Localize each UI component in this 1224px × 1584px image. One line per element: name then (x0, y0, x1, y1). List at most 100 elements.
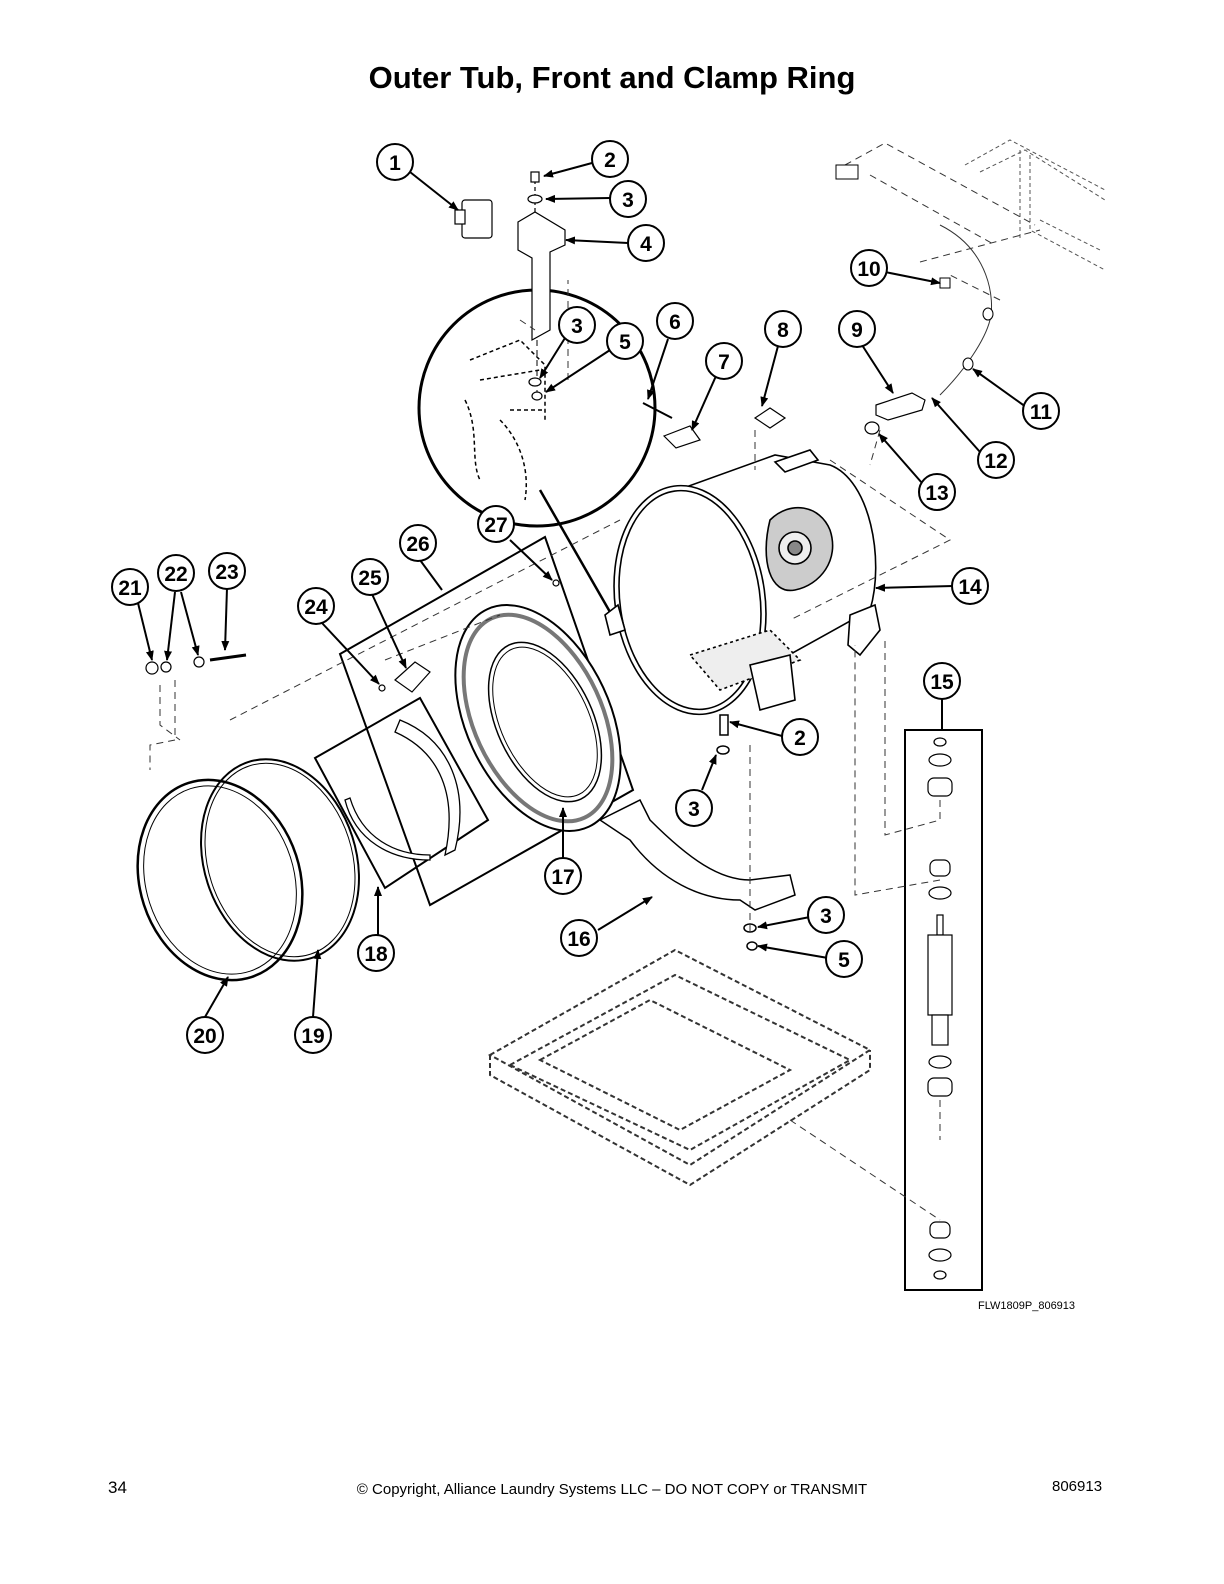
washer-3-inset (528, 377, 542, 387)
clamp-ring-19 (200, 758, 360, 962)
callout-9: 9 (838, 310, 876, 348)
callout-19: 19 (294, 1016, 332, 1054)
sensor-9 (875, 392, 926, 421)
svg-text:17: 17 (551, 866, 574, 889)
svg-text:27: 27 (484, 514, 507, 537)
callout-25: 25 (351, 558, 389, 596)
callout-3: 3 (558, 306, 596, 344)
callout-16: 16 (560, 919, 598, 957)
shock-absorber-part-15 (904, 729, 983, 1291)
svg-text:16: 16 (567, 928, 590, 951)
callout-13: 13 (918, 473, 956, 511)
callout-14: 14 (951, 567, 989, 605)
callout-17: 17 (544, 857, 582, 895)
callout-7: 7 (705, 342, 743, 380)
svg-text:5: 5 (619, 331, 631, 354)
svg-text:26: 26 (406, 533, 429, 556)
callout-8: 8 (764, 310, 802, 348)
callout-18: 18 (357, 934, 395, 972)
saddle-part-16 (598, 714, 796, 951)
svg-text:4: 4 (640, 233, 652, 256)
callout-26: 26 (399, 524, 437, 562)
clamp-ring-20 (136, 778, 304, 982)
cabinet-corner-outline (964, 139, 1106, 271)
callout-24: 24 (297, 587, 335, 625)
callout-3: 3 (675, 789, 713, 827)
svg-text:22: 22 (164, 563, 187, 586)
callout-3: 3 (807, 896, 845, 934)
screw-27 (552, 579, 560, 587)
svg-text:6: 6 (669, 311, 681, 334)
svg-text:2: 2 (604, 149, 616, 172)
svg-text:15: 15 (930, 671, 954, 694)
callout-1: 1 (376, 143, 414, 181)
svg-text:23: 23 (215, 561, 238, 584)
label-8 (753, 407, 787, 429)
svg-text:5: 5 (838, 949, 850, 972)
callout-23: 23 (208, 552, 246, 590)
switch-part-1 (454, 199, 493, 239)
nut-5-inset (531, 391, 543, 401)
svg-text:7: 7 (718, 351, 730, 374)
svg-text:3: 3 (688, 798, 700, 821)
svg-text:12: 12 (984, 450, 1007, 473)
copyright-notice: © Copyright, Alliance Laundry Systems LL… (356, 1481, 868, 1498)
callout-15: 15 (923, 662, 961, 700)
callout-20: 20 (186, 1016, 224, 1054)
svg-text:3: 3 (820, 905, 832, 928)
screw-6 (642, 402, 673, 419)
grommet-13 (864, 421, 880, 435)
svg-text:8: 8 (777, 319, 789, 342)
svg-text:3: 3 (571, 315, 583, 338)
outer-tub-part-14 (604, 449, 881, 716)
svg-text:14: 14 (958, 576, 982, 599)
callout-21: 21 (111, 568, 149, 606)
svg-text:18: 18 (364, 943, 388, 966)
page-title: Outer Tub, Front and Clamp Ring (368, 60, 856, 95)
assembly-guide-lines (149, 280, 951, 1221)
svg-text:3: 3 (622, 189, 634, 212)
hinge-25 (394, 661, 431, 693)
washer-3-top (527, 194, 543, 204)
bracket-part-4 (517, 182, 566, 342)
bolt-23 (209, 653, 247, 662)
callout-2: 2 (781, 718, 819, 756)
svg-text:25: 25 (358, 567, 382, 590)
callout-labels: 1 2 3 4 3 5 6 7 8 9 10 11 12 13 14 15 2 … (111, 140, 1060, 1054)
base-frame-outline (487, 948, 873, 1187)
washer-22b (193, 656, 205, 668)
washer-22a (160, 661, 172, 673)
callout-2: 2 (591, 140, 629, 178)
svg-text:19: 19 (301, 1025, 324, 1048)
clip-7 (662, 425, 701, 449)
svg-text:2: 2 (794, 727, 806, 750)
svg-text:20: 20 (193, 1025, 216, 1048)
retainer-part-18 (313, 696, 490, 890)
tub-front-part-17 (338, 535, 635, 907)
svg-text:13: 13 (925, 482, 948, 505)
callout-22: 22 (157, 554, 195, 592)
svg-text:10: 10 (857, 258, 880, 281)
page-number: 34 (108, 1478, 127, 1497)
svg-text:1: 1 (389, 152, 401, 175)
screw-2-top (530, 171, 540, 183)
callout-27: 27 (477, 505, 515, 543)
svg-text:24: 24 (304, 596, 328, 619)
harness-connector (835, 164, 994, 371)
nut-21 (145, 661, 159, 675)
svg-text:11: 11 (1030, 401, 1053, 424)
document-number: 806913 (1052, 1478, 1103, 1495)
callout-4: 4 (627, 224, 665, 262)
callout-12: 12 (977, 441, 1015, 479)
callout-5: 5 (606, 322, 644, 360)
callout-6: 6 (656, 302, 694, 340)
callout-3: 3 (609, 180, 647, 218)
leader-arrows (137, 162, 1027, 1018)
callout-11: 11 (1022, 392, 1060, 430)
callout-10: 10 (850, 249, 888, 287)
svg-text:9: 9 (851, 319, 863, 342)
figure-id: FLW1809P_806913 (978, 1300, 1076, 1312)
svg-text:21: 21 (118, 577, 142, 600)
callout-5: 5 (825, 940, 863, 978)
